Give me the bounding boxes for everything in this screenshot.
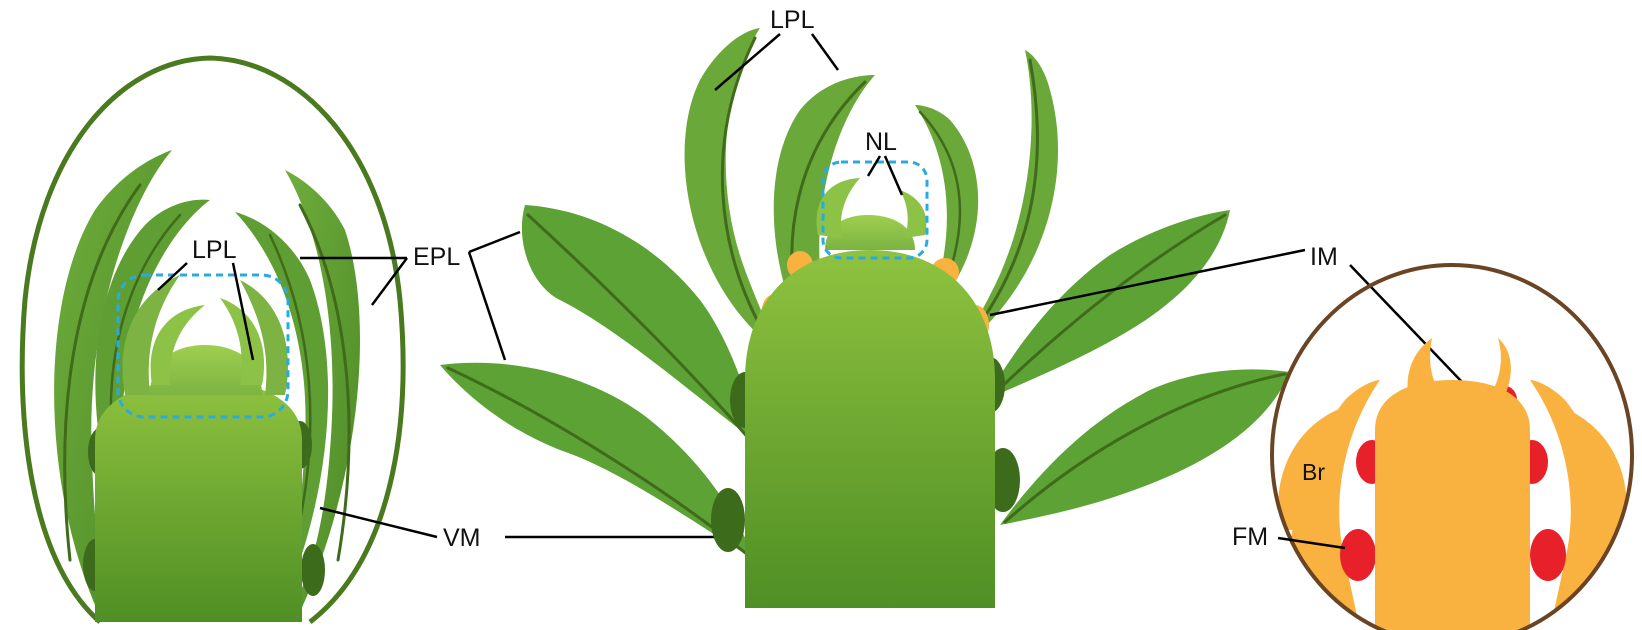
right-horn-right bbox=[1492, 338, 1511, 395]
right-horn-left bbox=[1407, 338, 1440, 395]
im-leader-right bbox=[1350, 265, 1462, 382]
right-red-4 bbox=[1530, 529, 1566, 581]
label-left-lpl: LPL bbox=[192, 236, 237, 264]
middle-tall-leaf-1 bbox=[685, 28, 775, 345]
label-epl: EPL bbox=[413, 243, 460, 271]
middle-leaf-right-lower bbox=[1000, 369, 1290, 525]
right-panel: Br FM bbox=[1232, 265, 1632, 630]
left-panel: LPL EPL VM bbox=[22, 58, 728, 622]
label-fm: FM bbox=[1232, 523, 1268, 551]
middle-bud-2 bbox=[711, 488, 745, 552]
nl-leader-1 bbox=[868, 156, 880, 176]
label-nl: NL bbox=[865, 128, 897, 156]
right-bract-right-2 bbox=[1555, 405, 1627, 530]
label-br: Br bbox=[1302, 459, 1325, 485]
label-top-lpl: LPL bbox=[770, 6, 815, 34]
middle-stem bbox=[745, 250, 995, 608]
label-im: IM bbox=[1310, 243, 1338, 271]
right-red-3 bbox=[1340, 529, 1376, 581]
left-bud-4 bbox=[301, 544, 325, 596]
right-main-body bbox=[1375, 380, 1530, 630]
top-lpl-leader-2 bbox=[812, 34, 838, 70]
epl-leader-right-2 bbox=[469, 252, 505, 360]
right-orange-apex bbox=[1278, 338, 1627, 630]
middle-tall-leaf-4 bbox=[965, 50, 1058, 345]
epl-leader-right bbox=[469, 232, 520, 252]
vm-leader-left bbox=[320, 508, 437, 537]
label-vm: VM bbox=[443, 524, 481, 552]
